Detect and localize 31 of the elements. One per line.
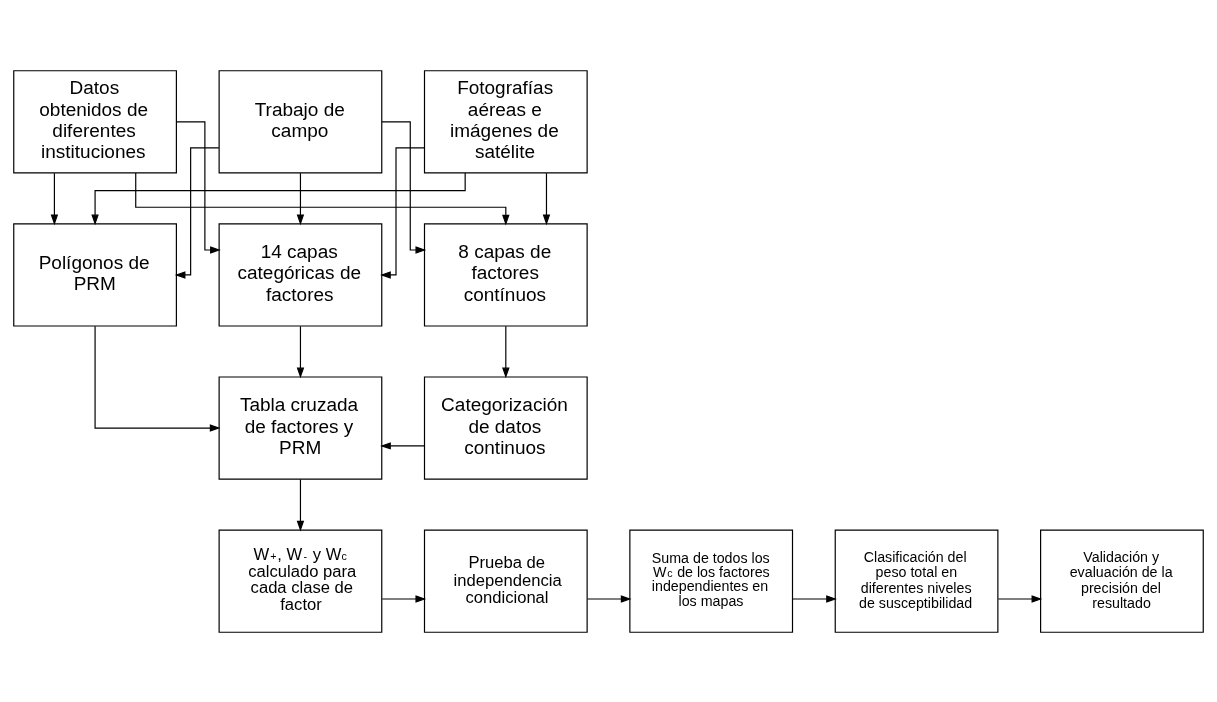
arrow (91, 171, 466, 225)
node-box: 8 capas de factores contínuos (423, 222, 588, 327)
arrow (381, 120, 427, 254)
arrow (586, 594, 632, 603)
arrow (94, 325, 221, 432)
node-box: Fotografías aéreas e imágenes de satélite (423, 69, 588, 173)
arrow (542, 172, 551, 225)
arrow (50, 172, 59, 225)
node-box: Categorización de datos continuos (423, 375, 588, 480)
node-box: Trabajo de campo (218, 69, 383, 173)
node-box: 14 capas categóricas de factores (218, 222, 383, 327)
arrow (174, 146, 220, 279)
node-box: W+, W- y Wc calculado para cada clase de factor (218, 529, 383, 633)
node-box: Suma de todos los Wc de los factores independientes en los mapas (629, 529, 794, 633)
node-box: Datos obtenidos de diferentes instituciones (13, 69, 177, 173)
arrow (997, 594, 1043, 603)
arrow (296, 478, 305, 531)
arrow (296, 325, 305, 378)
arrow (380, 441, 425, 450)
node-box: Clasificación del peso total en diferentes niveles de susceptibilidad (834, 529, 999, 633)
arrow (792, 594, 837, 603)
arrow (381, 594, 427, 603)
node-box: Prueba de independencia condicional (423, 529, 588, 633)
node-box: Validación y evaluación de la precisión del resultado (1040, 529, 1204, 633)
node-box: Polígonos de PRM (13, 222, 177, 327)
arrow (296, 172, 305, 225)
arrow (502, 325, 510, 378)
node-box: Tabla cruzada de factores y PRM (218, 375, 383, 480)
arrow (176, 120, 221, 254)
arrow (380, 146, 425, 279)
arrow (135, 171, 510, 225)
